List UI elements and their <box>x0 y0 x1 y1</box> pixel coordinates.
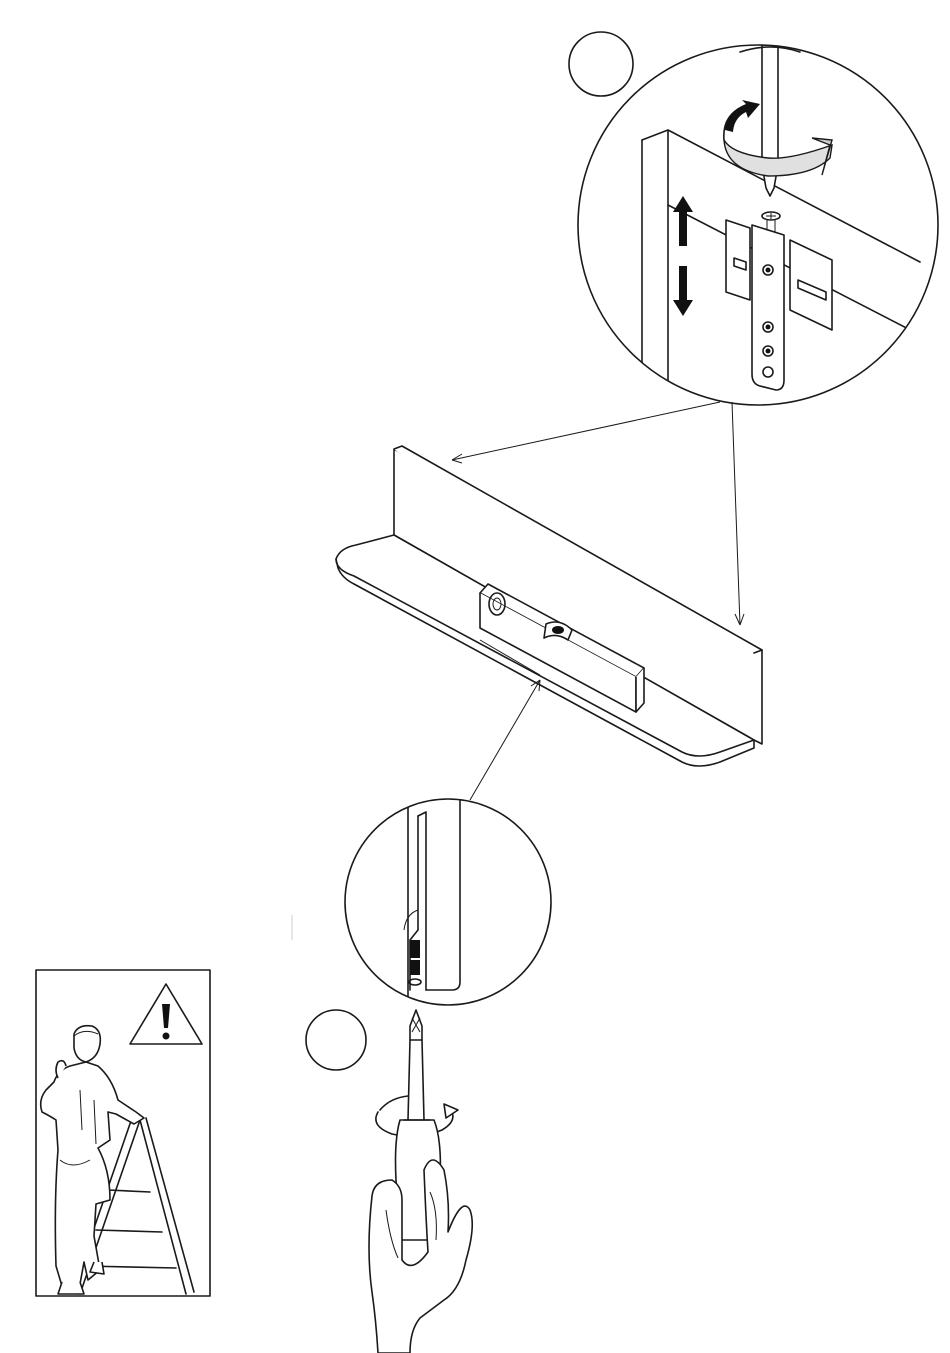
screwdriver-hand <box>369 1010 472 1353</box>
step-marker-bottom <box>306 1010 366 1070</box>
person-figure <box>41 1026 144 1294</box>
shelf-with-level <box>336 446 762 766</box>
up-down-arrow-icon <box>673 196 693 316</box>
ladder-warning-box <box>36 970 210 1296</box>
warning-triangle-icon <box>130 984 202 1044</box>
step-marker-top <box>569 32 633 96</box>
bracket-detail-circle <box>578 40 938 420</box>
underside-detail-circle <box>345 799 551 1010</box>
